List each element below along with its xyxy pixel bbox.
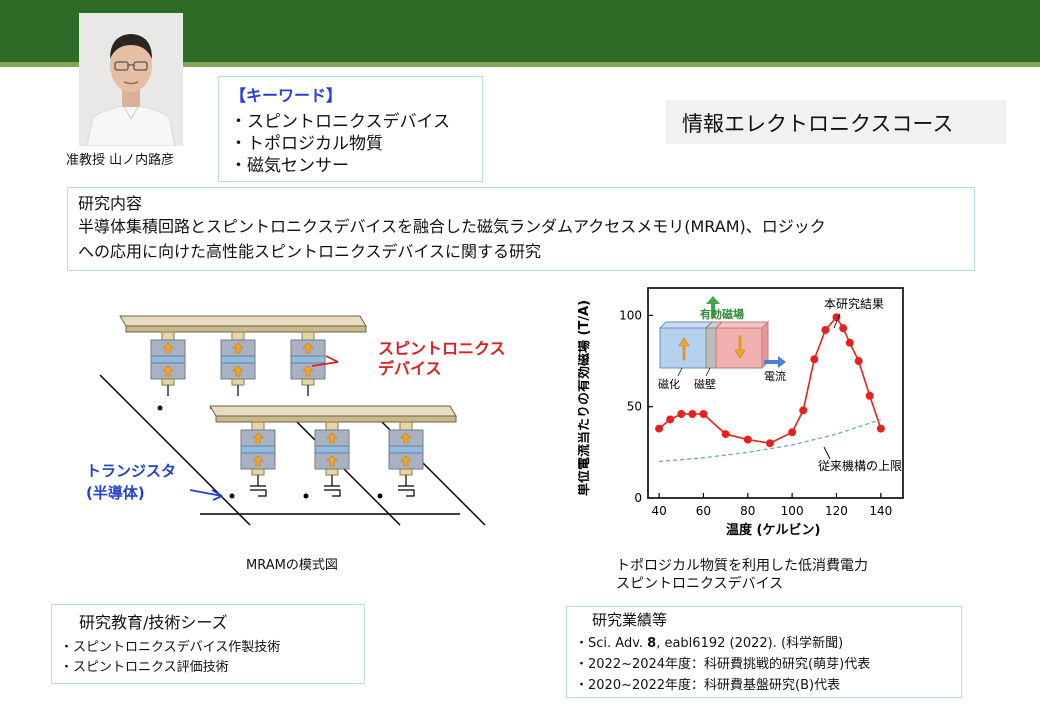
keyword-item: ・磁気センサー [230, 156, 349, 176]
data-point [876, 424, 885, 433]
course-badge: 情報エレクトロニクスコース [666, 100, 1006, 144]
keywords-box [218, 76, 483, 182]
data-point [821, 326, 830, 334]
inset-effective-field-label: 有効磁場 [700, 307, 744, 321]
data-point [655, 424, 664, 433]
education-box [51, 604, 365, 684]
y-tick-label: 100 [619, 308, 642, 322]
mram-schematic: スピントロニクス デバイス トランジスタ (半導体) [80, 300, 520, 534]
data-point [845, 338, 854, 347]
topo-caption-line1: トポロジカル物質を利用した低消費電力 [616, 558, 868, 574]
education-title: 研究教育/技術シーズ [79, 613, 228, 632]
data-point [810, 355, 819, 364]
achievement-reference: , eabl6192 (2022). (科学新聞) [656, 636, 844, 651]
research-box [67, 187, 975, 271]
topo-caption: トポロジカル物質を利用した低消費電力 スピントロニクスデバイス [616, 557, 936, 593]
achievements-box [566, 606, 962, 698]
research-line: への応用に向けた高性能スピントロニクスデバイスに関する研究 [78, 242, 542, 261]
profile-caption: 准教授 山ノ内路彦 [66, 153, 175, 168]
label-spintronics-line2: デバイス [378, 359, 442, 378]
x-tick-label: 100 [781, 504, 804, 518]
data-point [854, 357, 863, 366]
achievement-journal: ・Sci. Adv. [575, 636, 648, 651]
data-point [788, 428, 797, 437]
x-tick-label: 60 [696, 504, 711, 518]
x-tick-label: 140 [869, 504, 892, 518]
data-point [765, 439, 774, 448]
inset-current-label: 電流 [764, 369, 786, 383]
header-stripe [0, 62, 1040, 67]
data-point [832, 313, 841, 322]
achievements-title: 研究業績等 [592, 611, 668, 629]
data-point [677, 410, 686, 418]
education-item: ・スピントロニクス評価技術 [60, 660, 229, 675]
keyword-item: ・トポロジカル物質 [230, 134, 383, 154]
keyword-item: ・スピントロニクスデバイス [230, 112, 450, 132]
data-point [865, 391, 874, 400]
label-spintronics-line1: スピントロニクス [378, 339, 506, 358]
data-point [699, 410, 708, 418]
education-item: ・スピントロニクスデバイス作製技術 [60, 640, 281, 655]
data-point [743, 435, 752, 444]
y-tick-label: 0 [634, 491, 642, 505]
data-point [799, 406, 808, 415]
topo-caption-line2: スピントロニクスデバイス [616, 576, 784, 592]
label-transistor-line2: (半導体) [86, 484, 145, 502]
research-line: 半導体集積回路とスピントロニクスデバイスを融合した磁気ランダムアクセスメモリ(M… [78, 217, 826, 236]
data-point [839, 324, 848, 333]
label-transistor-line1: トランジスタ [86, 462, 176, 480]
achievement-volume: 8 [647, 636, 657, 651]
temperature-chart: 40 60 80 100 120 140 0 50 100 単位電流当たりの有効磁場 (T/A)… [576, 272, 918, 556]
achievement-item: ・Sci. Adv. 8, eabl6192 (2022). (科学新聞) [575, 632, 843, 651]
x-tick-label: 120 [825, 504, 848, 518]
inset-domain-wall-label: 磁壁 [694, 377, 716, 391]
series-line-1 [659, 418, 882, 463]
data-point [721, 430, 730, 439]
x-tick-label: 80 [740, 504, 755, 518]
achievement-item: ・2022~2024年度：科研費挑戦的研究(萌芽)代表 [575, 657, 871, 672]
course-title: 情報エレクトロニクスコース [682, 112, 954, 136]
research-title: 研究内容 [78, 194, 143, 213]
data-point [666, 415, 675, 424]
research-body: 半導体集積回路とスピントロニクスデバイスを融合した磁気ランダムアクセスメモリ(M… [78, 214, 968, 264]
chart-ylabel: 単位電流当たりの有効磁場 (T/A) [578, 300, 592, 496]
series-label-this-work: 本研究結果 [824, 296, 884, 311]
chart-xlabel: 温度 (ケルビン) [726, 522, 820, 538]
device-inset-figure: 有効磁場 磁化 磁壁 電流 [658, 296, 786, 391]
inset-magnetization-label: 磁化 [658, 377, 680, 391]
series-label-conventional-limit: 従来機構の上限 [818, 458, 902, 473]
data-point [688, 410, 697, 418]
y-tick-label: 50 [627, 400, 642, 414]
keywords-title: 【キーワード】 [230, 86, 343, 105]
achievement-item: ・2020~2022年度：科研費基盤研究(B)代表 [575, 678, 841, 693]
x-tick-label: 40 [651, 504, 666, 518]
mram-caption: MRAMの模式図 [246, 558, 338, 573]
portrait-photo [79, 13, 183, 146]
